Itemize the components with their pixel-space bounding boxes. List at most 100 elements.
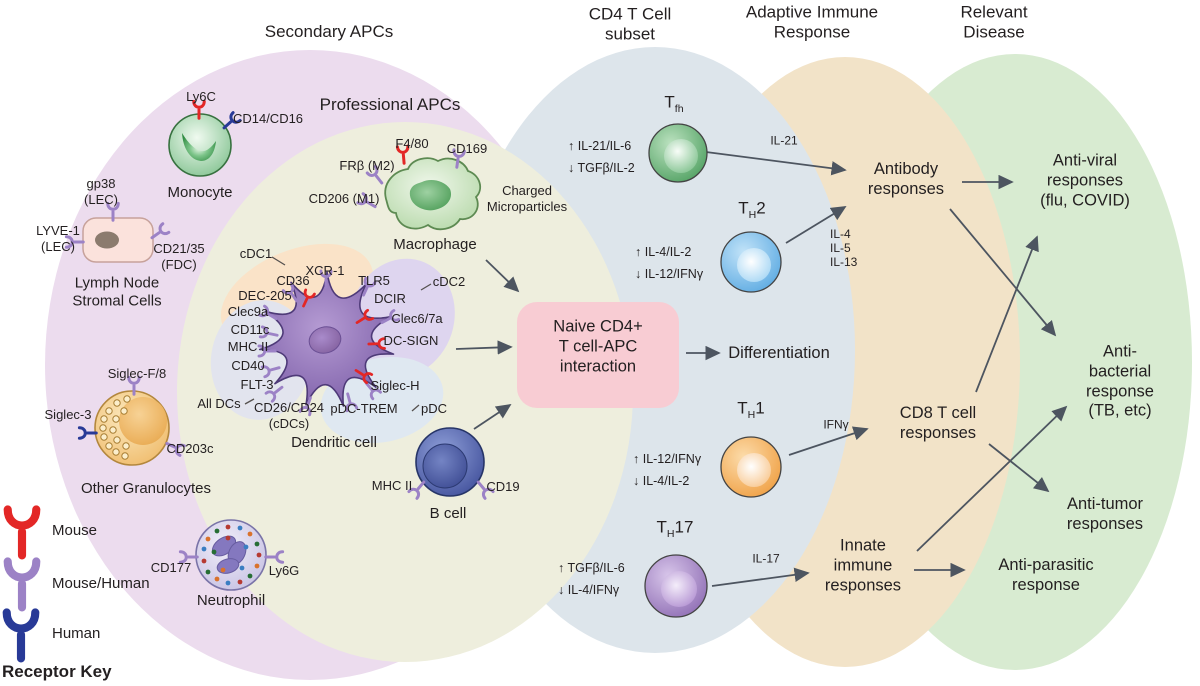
all-dcs-tick xyxy=(244,398,255,405)
cd169-label: CD169 xyxy=(446,141,488,157)
macrophage-label: Macrophage xyxy=(393,235,477,253)
clec9a-label: Clec9a xyxy=(227,304,269,320)
arrow-innate-to-antibacterial xyxy=(916,405,1068,552)
cd21-35-label: CD21/35 (FDC) xyxy=(153,241,205,272)
interaction-box xyxy=(517,302,679,408)
antitumor-label: Anti-tumor responses xyxy=(1066,495,1144,533)
b-cell-label: B cell xyxy=(429,504,467,522)
differentiation-label: Differentiation xyxy=(728,344,830,363)
siglec-h-label: Siglec-H xyxy=(370,378,420,394)
monocyte-cell xyxy=(168,113,232,177)
tfh-cytokines-label: ↑ IL-21/IL-6 ↓ TGFβ/IL-2 xyxy=(568,139,635,175)
arrow-th17-to-innate xyxy=(711,567,810,587)
arrow-dc-to-box xyxy=(455,340,513,355)
neutrophil-label: Neutrophil xyxy=(196,591,266,609)
key-human-receptor-icon xyxy=(7,613,36,659)
neutrophil-nucleus xyxy=(211,535,247,574)
innate-responses-label: Innate immune responses xyxy=(824,536,902,594)
granulocyte-label: Other Granulocytes xyxy=(80,479,212,497)
key-mouse-human-receptor-icon xyxy=(8,562,37,608)
cd203c-label: CD203c xyxy=(166,441,214,457)
mhc-ii-dc-label: MHC II xyxy=(227,339,269,355)
macrophage-cell xyxy=(384,157,482,231)
header-adaptive-response: Adaptive Immune Response xyxy=(745,2,879,42)
cd19-label: CD19 xyxy=(486,479,520,495)
charged-microparticles-label: Charged Microparticles xyxy=(486,183,568,214)
cdc2-tick xyxy=(420,283,432,291)
arrow-tfh-to-antibody xyxy=(705,151,847,176)
tfh-cell-body xyxy=(648,123,708,183)
header-secondary-apcs: Secondary APCs xyxy=(264,21,394,41)
leader-ticks xyxy=(244,256,432,412)
arrow-macrophage-to-box xyxy=(485,259,520,293)
dcir-label: DCIR xyxy=(374,291,406,307)
cd11c-label: CD11c xyxy=(230,322,270,338)
key-mouse-label: Mouse xyxy=(52,521,98,539)
granulocyte-granules xyxy=(99,395,131,460)
cd40-label: CD40 xyxy=(231,358,265,374)
arrow-cd8-to-antitumor xyxy=(988,443,1050,493)
pdc-tick xyxy=(411,404,420,412)
th2-label: TH2 xyxy=(738,198,766,221)
pdc-label: pDC xyxy=(420,401,448,417)
cdc1-label: cDC1 xyxy=(239,246,273,262)
header-cd4-subset: CD4 T Cell subset xyxy=(588,4,672,44)
pdc-trem-label: pDC-TREM xyxy=(330,401,398,417)
mhc-ii-bcell-label: MHC II xyxy=(371,478,413,494)
th2-cytokines-label: ↑ IL-4/IL-2 ↓ IL-12/IFNγ xyxy=(635,245,704,281)
arrow-cd8-to-antiviral xyxy=(975,235,1039,393)
neutrophil-cell xyxy=(195,519,267,591)
interaction-box-label: Naive CD4+ T cell-APC interaction xyxy=(553,317,643,375)
cd177-label: CD177 xyxy=(150,560,192,576)
gp38-label: gp38 (LEC) xyxy=(84,176,118,207)
all-dcs-label: All DCs xyxy=(197,396,241,412)
arrows xyxy=(455,151,1068,587)
header-professional-apcs: Professional APCs xyxy=(319,94,461,114)
ifng-label: IFNγ xyxy=(823,417,849,432)
cd206-m1-label: CD206 (M1) xyxy=(308,191,380,207)
stromal-cell xyxy=(82,217,154,263)
th17-label: TH17 xyxy=(656,517,694,540)
cd14-cd16-label: CD14/CD16 xyxy=(232,111,304,127)
f4-80-label: F4/80 xyxy=(395,136,429,152)
monocyte-label: Monocyte xyxy=(167,183,233,201)
dendritic-cell-label: Dendritic cell xyxy=(291,433,377,451)
stromal-label: Lymph Node Stromal Cells xyxy=(72,274,162,310)
cdc1-tick xyxy=(271,256,286,266)
lyve1-label: LYVE-1 (LEC) xyxy=(36,223,80,254)
il-4-5-13-label: IL-4 IL-5 IL-13 xyxy=(830,226,858,270)
antiviral-label: Anti-viral responses (flu, COVID) xyxy=(1040,151,1130,209)
th17-cell-body xyxy=(644,554,708,618)
tlr5-label: TLR5 xyxy=(358,273,390,289)
frb-m2-label: FRβ (M2) xyxy=(339,158,395,174)
siglec-f8-label: Siglec-F/8 xyxy=(107,366,167,382)
dc-sign-label: DC-SIGN xyxy=(383,333,439,349)
clec67a-label: Clec6/7a xyxy=(391,311,443,327)
flt3-label: FLT-3 xyxy=(240,377,274,393)
ly6c-label: Ly6C xyxy=(186,89,216,105)
cdc2-label: cDC2 xyxy=(432,274,466,290)
antibacterial-label: Anti-bacterial response (TB, etc) xyxy=(1086,342,1154,420)
th1-cell-body xyxy=(720,436,782,498)
ly6g-label: Ly6G xyxy=(268,563,300,579)
xcr1-label: XCR-1 xyxy=(305,263,345,279)
th17-cytokines-label: ↑ TGFβ/IL-6 ↓ IL-4/IFNγ xyxy=(558,561,625,597)
antiparasitic-label: Anti-parasitic response xyxy=(998,556,1094,594)
cd8-responses-label: CD8 T cell responses xyxy=(899,404,977,442)
header-relevant-disease: Relevant Disease xyxy=(960,2,1028,42)
receptor-key-title: Receptor Key xyxy=(2,661,112,681)
th1-cytokines-label: ↑ IL-12/IFNγ ↓ IL-4/IL-2 xyxy=(633,452,702,488)
arrow-antibody-to-antibacterial xyxy=(949,208,1057,337)
key-human-label: Human xyxy=(52,624,101,642)
il-21-label: IL-21 xyxy=(770,133,798,148)
cd26-cd24-label: CD26/CD24 (cDCs) xyxy=(253,400,325,431)
arrow-th1-to-cd8 xyxy=(788,426,869,456)
granulocyte-cell xyxy=(94,390,170,466)
antibody-responses-label: Antibody responses xyxy=(867,160,945,198)
th1-label: TH1 xyxy=(737,398,765,421)
tfh-label: Tfh xyxy=(664,92,684,115)
key-mouse-human-label: Mouse/Human xyxy=(52,574,150,592)
arrow-th2-to-antibody xyxy=(785,206,847,244)
siglec-3-label: Siglec-3 xyxy=(44,407,92,423)
